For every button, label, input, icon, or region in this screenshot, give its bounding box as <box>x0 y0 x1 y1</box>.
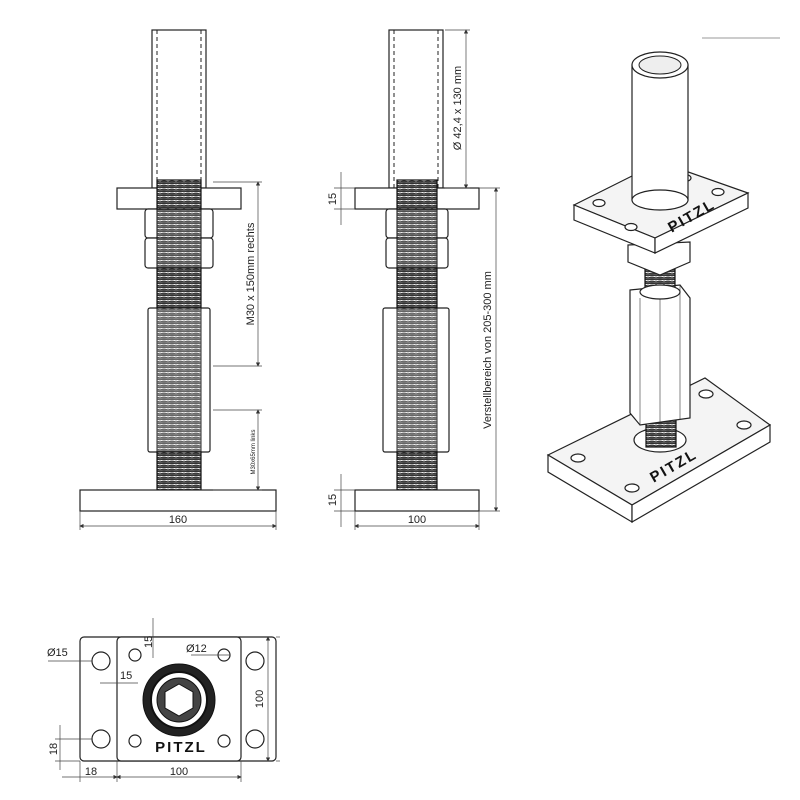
dim-160: 160 <box>169 514 187 526</box>
iso-tube <box>631 64 689 201</box>
plan-dimensions: 18 100 100 18 Ø15 15 15 Ø12 <box>47 618 280 782</box>
dim-15-top: 15 <box>327 193 339 205</box>
dim-100-front: 100 <box>408 514 426 526</box>
side-base-plate <box>79 489 277 512</box>
dim-thread-right: M30 x 150mm rechts <box>245 222 257 325</box>
front-lower-thread <box>396 451 438 491</box>
dim-100-plan-w: 100 <box>170 766 188 778</box>
dim-thread-left: M30x65mm links <box>251 429 257 474</box>
side-tube <box>151 29 207 189</box>
side-lower-thread <box>156 451 202 491</box>
front-view <box>354 29 480 512</box>
dim-15-a: 15 <box>120 670 132 682</box>
front-base-plate <box>354 489 480 512</box>
plan-hex-bore <box>164 683 194 717</box>
plan-hole-12-bl <box>128 734 142 748</box>
dim-hole-12: Ø12 <box>186 643 207 655</box>
plan-hole-15-tl <box>91 651 111 671</box>
dim-18-h: 18 <box>85 766 97 778</box>
dim-100-plan-h: 100 <box>254 690 266 708</box>
isometric-view: PITZL PITZL <box>546 37 780 524</box>
dim-hole-15: Ø15 <box>47 647 68 659</box>
dim-18-v: 18 <box>48 743 60 755</box>
iso-nut <box>627 241 691 276</box>
plan-view: PITZL <box>79 636 277 762</box>
plan-hole-15-tr <box>245 651 265 671</box>
plan-hole-15-br <box>245 729 265 749</box>
dim-tube: Ø 42,4 x 130 mm <box>452 66 464 150</box>
plan-brand: PITZL <box>155 739 207 756</box>
front-dimensions: 100 Ø 42,4 x 130 mm Verstellbereich von … <box>327 29 500 530</box>
dim-15-b: 15 <box>143 636 155 648</box>
plan-hole-12-br <box>217 734 231 748</box>
plan-hole-12-tl <box>128 648 142 662</box>
front-tube <box>388 29 444 189</box>
side-dimensions: 160 M30 x 150mm rechts M30x65mm links <box>79 181 277 530</box>
plan-hole-15-bl <box>91 729 111 749</box>
dim-adjustment: Verstellbereich von 205-300 mm <box>482 271 494 429</box>
side-view <box>79 29 277 512</box>
dim-15-bottom: 15 <box>327 494 339 506</box>
